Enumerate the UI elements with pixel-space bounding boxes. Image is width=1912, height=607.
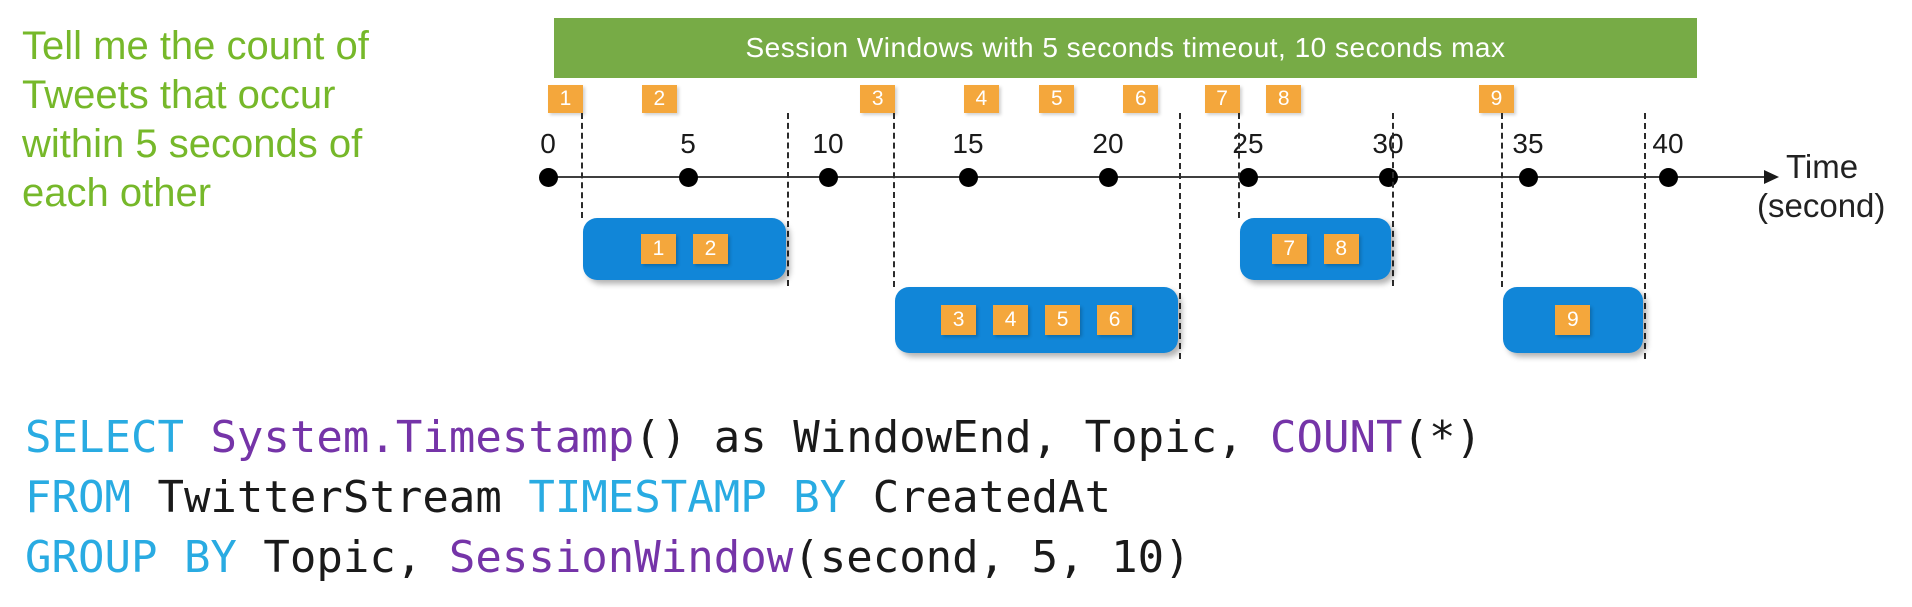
tick-dot <box>1658 168 1678 187</box>
event-marker: 4 <box>963 85 999 113</box>
sql-query: SELECT System.Timestamp() as WindowEnd, … <box>25 408 1482 588</box>
code-line: GROUP BY Topic, SessionWindow(second, 5,… <box>25 528 1482 588</box>
dashed-boundary-line <box>1391 113 1394 286</box>
window-event-chip: 4 <box>993 305 1029 335</box>
dashed-boundary-line <box>1237 113 1240 218</box>
code-token: (*) <box>1402 412 1482 463</box>
tick-label: 10 <box>812 128 844 159</box>
timeline-axis <box>540 176 1768 178</box>
code-token: FROM <box>25 472 158 523</box>
tick-label: 25 <box>1232 128 1264 159</box>
event-marker: 2 <box>641 85 677 113</box>
axis-title-unit: (second) <box>1757 187 1886 224</box>
code-line: FROM TwitterStream TIMESTAMP BY CreatedA… <box>25 468 1482 528</box>
dashed-boundary-line <box>893 113 896 287</box>
window-event-chip: 6 <box>1097 305 1133 335</box>
code-token: System.Timestamp <box>210 412 635 463</box>
window-event-chip: 9 <box>1555 305 1591 335</box>
axis-title-time: Time <box>1786 148 1859 185</box>
banner-label: Session Windows with 5 seconds timeout, … <box>745 32 1506 63</box>
tick-label: 40 <box>1652 128 1684 159</box>
tick-dot <box>538 168 558 187</box>
tick-dot <box>958 168 978 187</box>
code-line: SELECT System.Timestamp() as WindowEnd, … <box>25 408 1482 468</box>
tick-dot <box>1518 168 1538 187</box>
dashed-boundary-line <box>787 113 789 286</box>
code-token: COUNT <box>1270 412 1403 463</box>
code-token: SessionWindow <box>448 532 794 583</box>
tick-dot <box>818 168 838 187</box>
event-marker: 6 <box>1123 85 1159 113</box>
event-marker: 8 <box>1266 85 1302 113</box>
tick-label: 15 <box>952 128 984 159</box>
tick-dot <box>1098 168 1118 187</box>
event-marker: 7 <box>1204 85 1240 113</box>
dashed-boundary-line <box>581 113 583 218</box>
window-event-chip: 1 <box>641 234 676 264</box>
arrow-right-icon <box>1764 170 1779 184</box>
tick-dot <box>678 168 698 187</box>
tick-dot <box>1238 168 1258 187</box>
window-event-chip: 7 <box>1271 234 1307 264</box>
code-token: TIMESTAMP BY <box>528 472 873 523</box>
code-token: (second, 5, 10) <box>793 532 1191 583</box>
tick-label: 30 <box>1372 128 1404 159</box>
event-marker: 1 <box>548 85 583 113</box>
code-token: SELECT <box>25 412 211 463</box>
dashed-boundary-line <box>1500 113 1503 287</box>
tick-dot <box>1378 168 1398 187</box>
code-token: Topic, <box>263 532 449 583</box>
window-event-chip: 8 <box>1323 234 1359 264</box>
event-marker: 3 <box>860 85 896 113</box>
code-token: CreatedAt <box>872 472 1112 523</box>
code-token: TwitterStream <box>157 472 529 523</box>
dashed-boundary-line <box>1179 113 1181 359</box>
tick-label: 20 <box>1092 128 1124 159</box>
event-marker: 5 <box>1039 85 1075 113</box>
tick-label: 5 <box>680 128 696 159</box>
question-text: Tell me the count of Tweets that occur w… <box>22 24 369 215</box>
event-marker: 9 <box>1479 85 1514 113</box>
window-event-chip: 2 <box>693 234 728 264</box>
window-event-chip: 3 <box>941 305 977 335</box>
code-token: () as WindowEnd, Topic, <box>634 412 1271 463</box>
session-window-4: 9 <box>1502 287 1643 353</box>
session-window-banner: Session Windows with 5 seconds timeout, … <box>554 18 1697 78</box>
tick-label: 35 <box>1512 128 1544 159</box>
code-token: GROUP BY <box>25 532 264 583</box>
tick-label: 0 <box>540 128 556 159</box>
window-event-chip: 5 <box>1045 305 1081 335</box>
dashed-boundary-line <box>1643 113 1646 359</box>
